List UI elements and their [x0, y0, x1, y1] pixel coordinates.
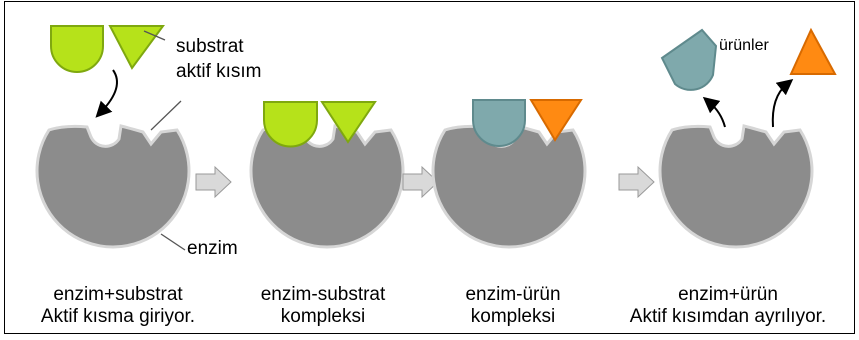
caption-stage-1-line2: Aktif kısma giriyor.: [40, 306, 196, 327]
caption-stage-4-line1: enzim+ürün: [678, 284, 778, 305]
product-released: [660, 27, 837, 91]
diagram-frame: substrat aktif kısım enzim ürünler enzim…: [4, 1, 855, 334]
label-aktif-kisim: aktif kısım: [176, 61, 262, 82]
label-urunler: ürünler: [719, 37, 769, 54]
release-arrow-right: [771, 78, 794, 128]
caption-stage-3-line2: kompleksi: [470, 306, 556, 327]
caption-stage-1-line1: enzim+substrat: [53, 284, 183, 305]
process-arrow-1: [195, 165, 232, 199]
caption-stage-2-line2: kompleksi: [280, 306, 366, 327]
caption-stage-4: enzim+ürün Aktif kısımdan ayrılıyor.: [601, 284, 854, 328]
enzyme-2: [249, 124, 405, 249]
substrate-free: [50, 25, 165, 73]
product-bound: [472, 99, 583, 147]
enzyme-1: [35, 124, 191, 249]
caption-stage-2-line1: enzim-substrat: [260, 284, 386, 305]
process-arrow-3: [618, 165, 655, 199]
caption-stage-4-line2: Aktif kısımdan ayrılıyor.: [629, 306, 827, 327]
caption-stage-1: enzim+substrat Aktif kısma giriyor.: [5, 284, 231, 328]
caption-stage-3-line1: enzim-ürün: [465, 284, 561, 305]
substrat-pointer: [143, 30, 166, 41]
process-arrow-2: [402, 165, 439, 199]
aktif-pointer: [150, 100, 182, 131]
caption-stage-3: enzim-ürün kompleksi: [430, 284, 596, 328]
label-substrat: substrat: [176, 36, 244, 57]
caption-stage-2: enzim-substrat kompleksi: [233, 284, 413, 328]
entry-arrow: [95, 69, 118, 118]
enzyme-4: [658, 124, 814, 249]
substrate-bound: [263, 101, 377, 148]
enzim-pointer: [160, 233, 186, 251]
label-enzim: enzim: [187, 238, 238, 259]
release-arrow-left: [702, 96, 726, 128]
enzyme-diagram: [35, 25, 837, 251]
